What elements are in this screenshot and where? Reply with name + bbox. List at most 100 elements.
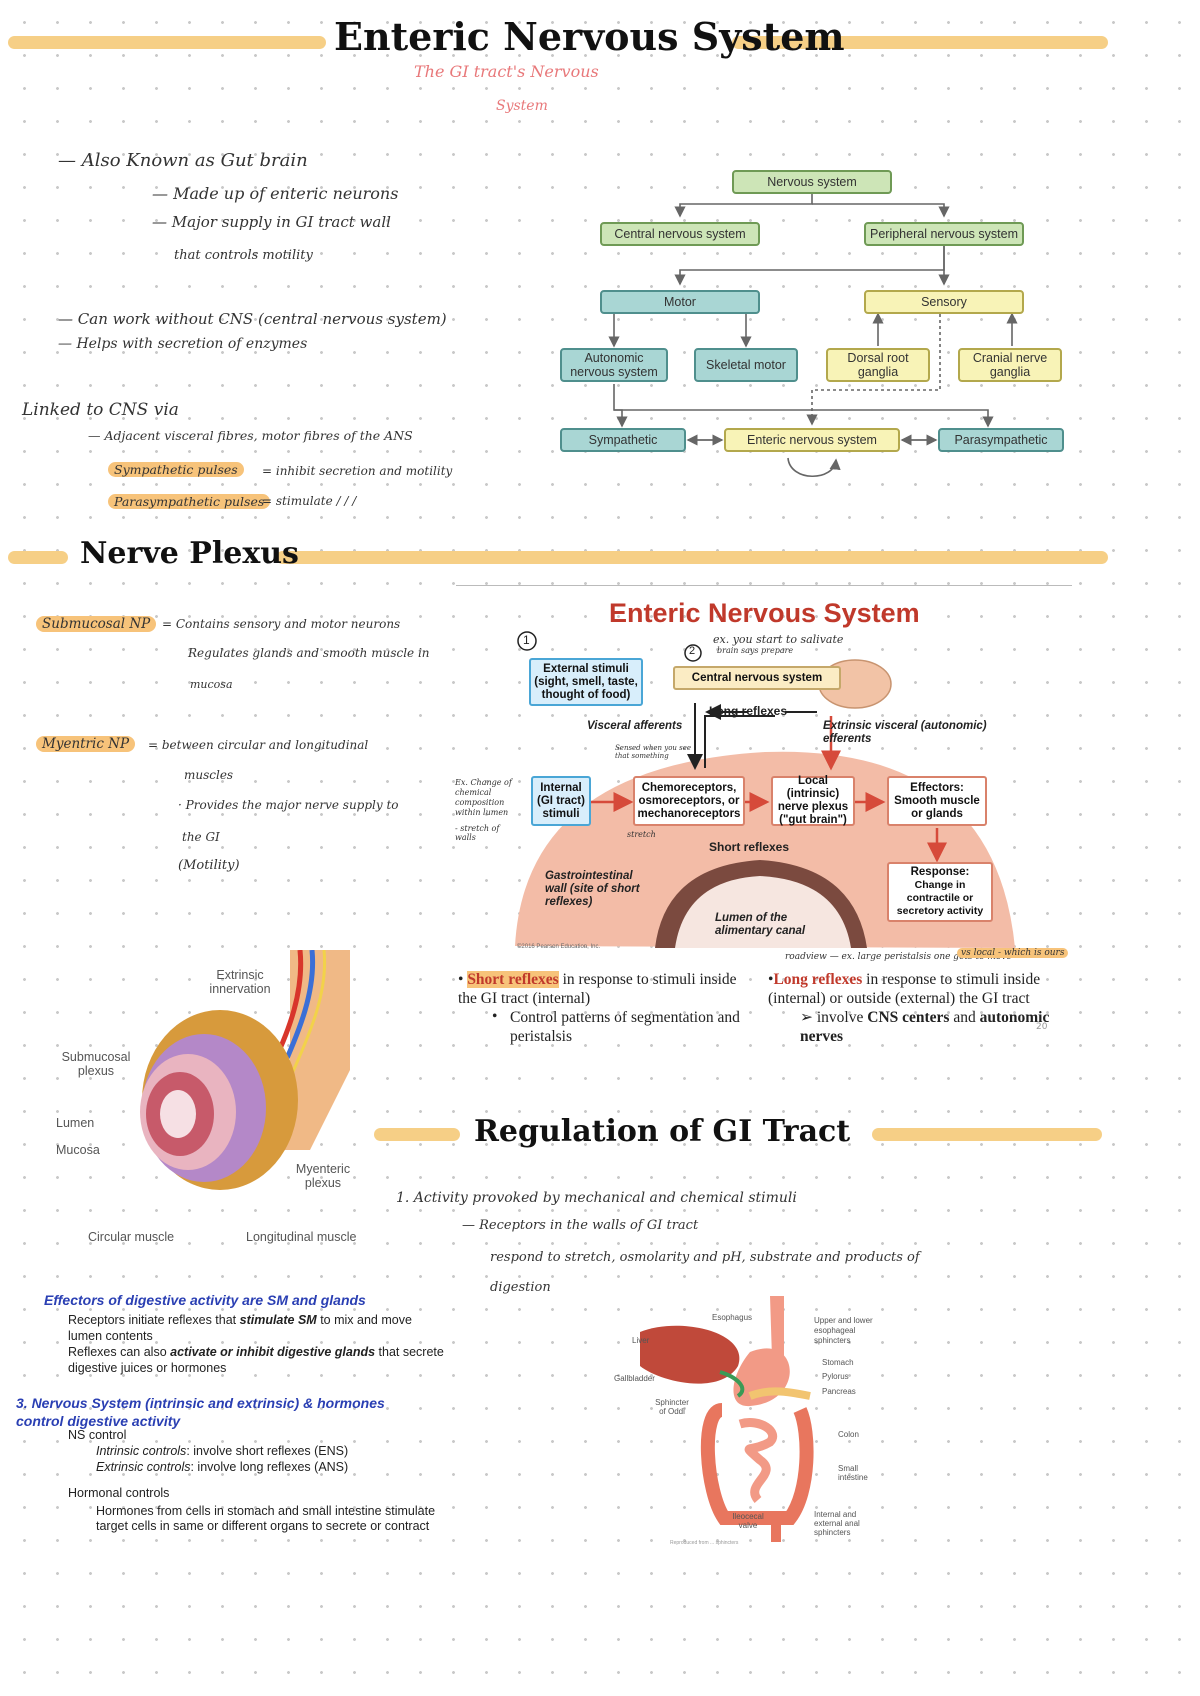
submucosal-label: Submucosal NP <box>36 616 157 632</box>
liver-shape <box>640 1325 740 1384</box>
annotation-number-1: 1 <box>523 633 530 647</box>
parasympathetic-effect: = stimulate / / / <box>262 494 357 508</box>
plexus-note: (Motility) <box>178 858 240 873</box>
section3-highlight-left <box>374 1128 460 1141</box>
esophagus-shape <box>770 1296 784 1358</box>
visceral-afferents-label: Visceral afferents <box>587 720 683 732</box>
para1-c: to mix and move lumen contents <box>68 1313 412 1343</box>
sympathetic-effect: = inhibit secretion and motility <box>262 464 453 478</box>
node-motor: Motor <box>600 290 760 314</box>
plexus-note: = Contains sensory and motor neurons <box>162 617 401 631</box>
long-reflexes-label: Long reflexes <box>709 704 788 718</box>
note-line: that controls motility <box>174 248 313 263</box>
effectors-text: Smooth muscle or glands <box>894 794 980 820</box>
hormonal-controls-label: Hormonal controls <box>68 1486 170 1500</box>
intrinsic-term: Intrinsic controls <box>96 1444 187 1458</box>
node-central-nervous-system: Central nervous system <box>600 222 760 246</box>
label-ileocecal: Ileocecal valve <box>732 1512 764 1530</box>
plexus-note: · Provides the major nerve supply to <box>178 798 399 812</box>
gi-wall-illustration <box>140 950 350 1190</box>
label-longitudinal-muscle: Longitudinal muscle <box>246 1230 357 1244</box>
handwritten-annotation: ex. you start to salivate <box>713 633 844 646</box>
label-esophagus: Esophagus <box>712 1313 753 1322</box>
subtitle-line1: The GI tract's Nervous <box>414 62 599 81</box>
annotation-number-2: 2 <box>689 645 696 657</box>
section2-highlight-left <box>8 551 68 564</box>
cns-centers-text: involve <box>816 1009 868 1026</box>
note-line: — Adjacent visceral fibres, motor fibres… <box>88 428 413 443</box>
handwritten-annotation: roadview — ex. large peristalsis one get… <box>785 952 1012 962</box>
regulation-line: digestion <box>490 1280 551 1295</box>
plexus-note: = between circular and longitudinal <box>148 738 369 752</box>
response-heading: Response: <box>910 866 970 878</box>
handwritten-annotation: stretch <box>627 830 656 839</box>
plexus-note: the GI <box>182 830 220 844</box>
bullet-cns-centers: ➢ involve CNS centers and autonomic nerv… <box>800 1009 1050 1045</box>
external-stimuli-box: External stimuli (sight, smell, taste, t… <box>529 658 643 706</box>
nervous-system-flowchart: Nervous system Central nervous system Pe… <box>560 170 1180 520</box>
handwritten-annotation: Sensed when you see that something <box>615 744 692 760</box>
label-anal-sphincters: Internal and external anal sphincters <box>814 1510 860 1537</box>
label-small-intestine: Small intestine <box>838 1464 868 1482</box>
bile-duct <box>719 1370 745 1398</box>
local-plexus-box: Local (intrinsic) nerve plexus ("gut bra… <box>771 775 855 826</box>
response-box: Response: Change in contractile or secre… <box>887 862 993 922</box>
extrinsic-text: : involve long reflexes (ANS) <box>190 1460 349 1474</box>
sympathetic-label: Sympathetic pulses <box>108 462 244 477</box>
node-enteric: Enteric nervous system <box>724 428 900 452</box>
receptors-box: Chemoreceptors, osmoreceptors, or mechan… <box>633 776 745 826</box>
section-title-nerve-plexus: Nerve Plexus <box>80 536 299 571</box>
effectors-para-2: Reflexes can also activate or inhibit di… <box>68 1344 448 1376</box>
bullet-short-reflexes: • Short reflexes in response to stimuli … <box>458 971 737 1007</box>
plexus-note: muscles <box>184 768 234 782</box>
label-extrinsic-innervation: Extrinsic innervation <box>209 968 271 996</box>
extrinsic-term: Extrinsic controls <box>96 1460 191 1474</box>
extrinsic-controls-line: Extrinsic controls: involve long reflexe… <box>96 1460 348 1474</box>
extrinsic-efferents-label: Extrinsic visceral (autonomic) efferents <box>823 720 987 745</box>
regulation-line: 1. Activity provoked by mechanical and c… <box>396 1190 797 1206</box>
short-reflexes-text: in response to stimuli inside the GI tra… <box>458 971 737 1007</box>
node-peripheral-nervous-system: Peripheral nervous system <box>864 222 1024 246</box>
bullet-long-reflexes: •Long reflexes in response to stimuli in… <box>768 971 1041 1007</box>
autonomic-nerves-term: autonomic nerves <box>800 1009 1050 1045</box>
handwritten-annotation: - stretch of walls <box>455 824 500 842</box>
note-line: Linked to CNS via <box>22 400 179 420</box>
gi-wall-label: Gastrointestinal wall (site of short ref… <box>545 870 640 908</box>
colon-shape <box>700 1403 814 1525</box>
section-title-regulation: Regulation of GI Tract <box>474 1114 851 1149</box>
intrinsic-controls-line: Intrinsic controls: involve short reflex… <box>96 1444 348 1458</box>
section2-highlight-right <box>276 551 1108 564</box>
enteric-slide: Enteric Nervous System 1 2 ex. you start… <box>455 598 1185 1128</box>
marker-two <box>684 644 702 662</box>
figure-credit: Reproduced from ... sphincters <box>670 1540 739 1546</box>
label-circular-muscle: Circular muscle <box>88 1230 175 1244</box>
note-line: — Helps with secretion of enzymes <box>58 336 308 352</box>
myentric-label: Myentric NP <box>36 736 136 752</box>
gi-organs-illustration <box>640 1296 814 1542</box>
bullet-short-marker: • <box>492 1008 498 1025</box>
para2-b: activate or inhibit digestive glands <box>170 1345 376 1359</box>
handwritten-annotation: Ex. Change of chemical composition withi… <box>455 778 512 817</box>
lumen-inner <box>675 876 851 948</box>
node-dorsal-root: Dorsal root ganglia <box>826 348 930 382</box>
note-line: — Major supply in GI tract wall <box>152 213 391 231</box>
internal-stimuli-box: Internal (GI tract) stimuli <box>531 776 591 826</box>
node-parasympathetic: Parasympathetic <box>938 428 1064 452</box>
label-sphincters-upper: Upper and lower esophageal sphincters <box>814 1316 873 1345</box>
label-myenteric-plexus: Myenteric plexus <box>295 1162 351 1190</box>
marker-one <box>517 631 537 651</box>
lumen-label: Lumen of the alimentary canal <box>715 912 806 937</box>
nerve-line <box>288 950 327 1079</box>
hormonal-controls-text: Hormones from cells in stomach and small… <box>96 1504 436 1533</box>
page-title: Enteric Nervous System <box>334 14 845 59</box>
flowchart-connectors <box>608 192 1018 478</box>
slide-title: Enteric Nervous System <box>609 598 920 628</box>
controls-heading: 3. Nervous System (intrinsic and extrins… <box>16 1395 385 1429</box>
note-line: — Can work without CNS (central nervous … <box>58 310 447 328</box>
short-reflexes-label: Short reflexes <box>709 840 790 854</box>
note-line: — Made up of enteric neurons <box>152 184 399 203</box>
subtitle-line2: System <box>496 98 548 114</box>
handwritten-annotation: brain says prepare <box>717 646 794 655</box>
ns-control-label: NS control <box>68 1428 127 1442</box>
slide-page-number: 20 <box>1036 1022 1048 1032</box>
